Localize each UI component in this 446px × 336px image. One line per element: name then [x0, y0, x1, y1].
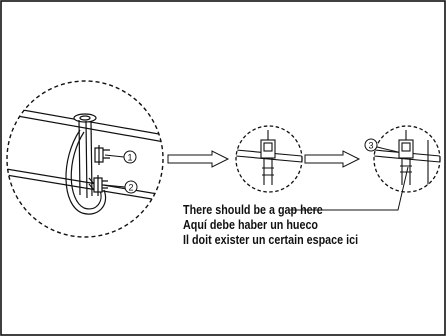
gap-leader-line	[290, 166, 409, 211]
callout-2-marker	[124, 180, 138, 194]
caption-english: There should be a gap here	[183, 203, 323, 217]
step-1-detail: 1 2	[6, 80, 164, 238]
step-2-detail	[235, 125, 303, 193]
callout-3-marker	[364, 138, 378, 152]
callout-3-label: 3	[368, 141, 373, 151]
arrow-2-to-3	[304, 150, 361, 168]
arrow-1-to-2	[167, 150, 230, 168]
step-1-dashed-circle	[6, 80, 164, 238]
step-3-dashed-circle	[373, 125, 441, 193]
step-3-detail: 3	[290, 125, 441, 211]
callout-2-label: 2	[128, 183, 133, 193]
callout-1-marker	[123, 150, 137, 164]
callout-1-label: 1	[127, 153, 132, 163]
caption-french: Il doit exister un certain espace ici	[183, 233, 359, 247]
caption-spanish: Aquí debe haber un hueco	[183, 218, 318, 232]
step-2-dashed-circle	[235, 125, 303, 193]
